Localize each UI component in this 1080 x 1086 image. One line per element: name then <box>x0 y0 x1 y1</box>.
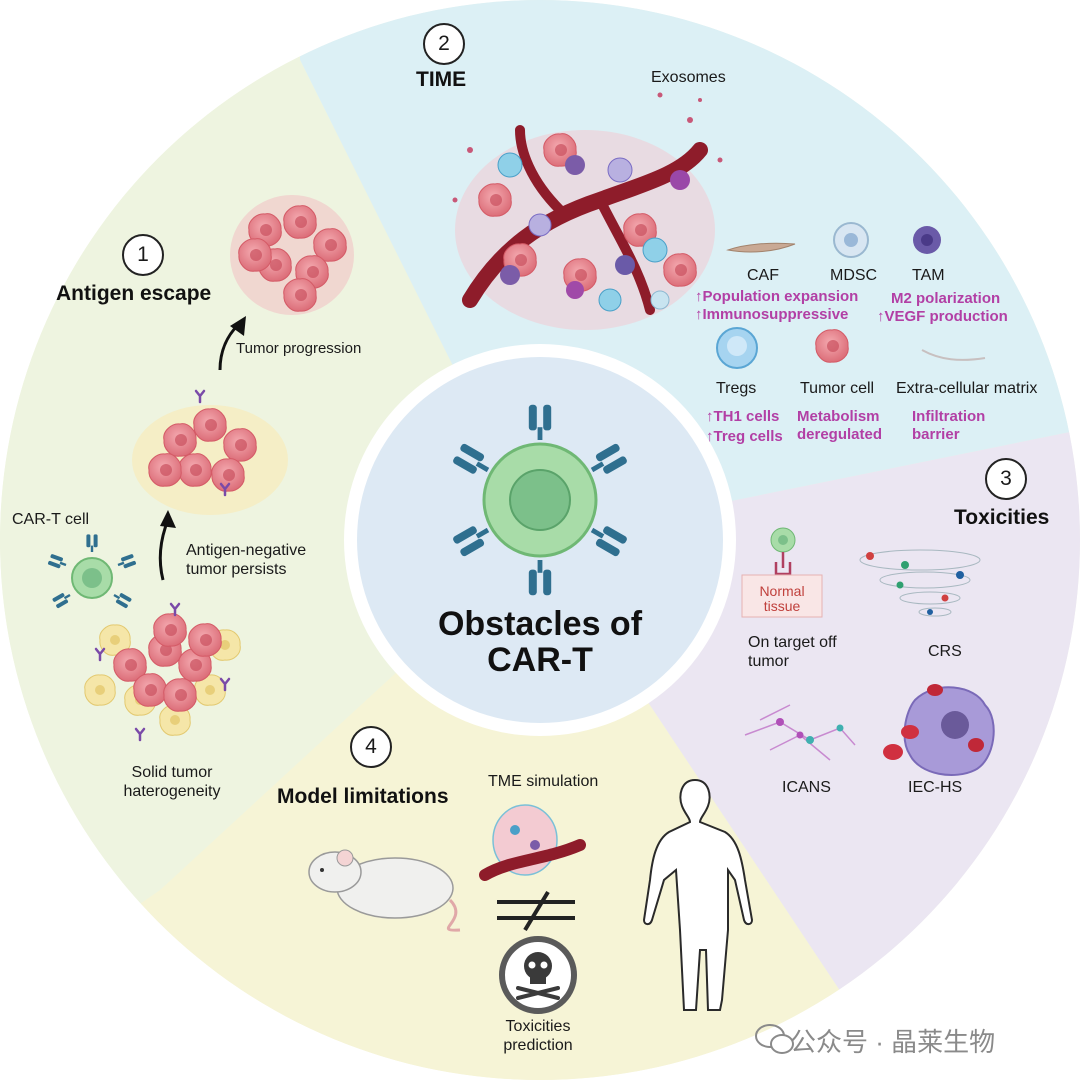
label-tam: TAM <box>912 267 945 284</box>
antigen-negative-cluster <box>132 389 288 515</box>
label-tme-simulation: TME simulation <box>488 773 599 790</box>
center-title-line1: Obstacles of <box>437 605 643 643</box>
center-title: Obstacles of CAR-T <box>400 606 680 678</box>
human-silhouette <box>642 778 754 1011</box>
mouse-graphic <box>308 849 461 932</box>
label-antigen-negative: Antigen-negative tumor persists <box>186 541 306 579</box>
sector-model <box>0 540 900 1080</box>
iec-hs-macrophage-graphic <box>883 684 995 776</box>
tumor-cell-icon <box>815 329 849 363</box>
label-solid-tumor-line2: haterogeneity <box>123 783 221 800</box>
effect-metabolism: Metabolism <box>797 408 880 425</box>
tumor-microenvironment <box>452 92 723 330</box>
effect-th1-cells: ↑TH1 cells <box>706 408 780 425</box>
small-car-t-cell <box>47 534 137 609</box>
label-on-target-line1: On target off <box>748 634 837 651</box>
title-toxicities: Toxicities <box>954 506 1050 529</box>
section-number-1: 1 <box>122 234 164 276</box>
label-normal-tissue-line2: tissue <box>763 598 801 614</box>
label-iec-hs: IEC-HS <box>908 779 963 796</box>
effect-immunosuppressive: ↑Immunosuppressive <box>695 306 849 323</box>
label-toxicities-prediction-line2: prediction <box>503 1037 573 1054</box>
label-antigen-negative-line2: tumor persists <box>186 561 287 578</box>
label-tregs: Tregs <box>716 380 757 397</box>
label-extra-cellular-matrix: Extra-cellular matrix <box>896 380 1038 397</box>
title-model-limitations: Model limitations <box>277 785 449 808</box>
label-solid-tumor: Solid tumor haterogeneity <box>112 763 232 801</box>
label-icans: ICANS <box>782 779 831 796</box>
crs-tornado-graphic <box>859 549 981 617</box>
tme-simulation-graphic <box>479 804 586 881</box>
effect-deregulated: deregulated <box>797 426 883 443</box>
effect-m2-polarization: M2 polarization <box>891 290 1001 307</box>
watermark-text: 公众号 · 晶莱生物 <box>790 1027 996 1057</box>
on-target-off-tumor-graphic <box>741 527 823 618</box>
section-number-3: 3 <box>985 458 1027 500</box>
center-car-t-cell <box>451 404 629 596</box>
progressed-tumor-cluster <box>230 195 354 315</box>
section-number-2: 2 <box>423 23 465 65</box>
label-on-target-off-tumor: On target off tumor <box>748 633 837 671</box>
title-antigen-escape: Antigen escape <box>56 282 212 305</box>
label-normal-tissue: Normal tissue <box>752 584 812 614</box>
label-mdsc: MDSC <box>830 267 878 284</box>
label-solid-tumor-line1: Solid tumor <box>131 764 213 781</box>
label-antigen-negative-line1: Antigen-negative <box>186 542 307 559</box>
effect-vegf-production: ↑VEGF production <box>877 308 1008 325</box>
effect-barrier: barrier <box>912 426 960 443</box>
icans-neurons-graphic <box>744 704 856 761</box>
section-number-4: 4 <box>350 726 392 768</box>
ecm-icon <box>921 349 986 361</box>
skull-icon <box>499 936 577 1014</box>
label-car-t-cell: CAR-T cell <box>12 511 90 528</box>
label-on-target-line2: tumor <box>748 653 789 670</box>
label-exosomes: Exosomes <box>651 69 726 86</box>
label-normal-tissue-line1: Normal <box>759 583 805 599</box>
not-equal-sign <box>497 890 575 932</box>
title-time: TIME <box>416 68 467 91</box>
wechat-icon <box>755 1024 794 1054</box>
effect-population-expansion: ↑Population expansion <box>695 288 859 305</box>
caf-icon <box>726 242 796 253</box>
effect-infiltration: Infiltration <box>912 408 986 425</box>
label-toxicities-prediction-line1: Toxicities <box>505 1018 571 1035</box>
center-title-line2: CAR-T <box>487 641 593 679</box>
label-caf: CAF <box>747 267 779 284</box>
time-legend-icons <box>716 222 986 369</box>
label-tumor-progression: Tumor progression <box>236 340 362 357</box>
label-tumor-cell: Tumor cell <box>800 380 875 397</box>
label-toxicities-prediction: Toxicities prediction <box>486 1017 590 1055</box>
label-crs: CRS <box>928 643 962 660</box>
effect-treg-cells: ↑Treg cells <box>706 428 783 445</box>
